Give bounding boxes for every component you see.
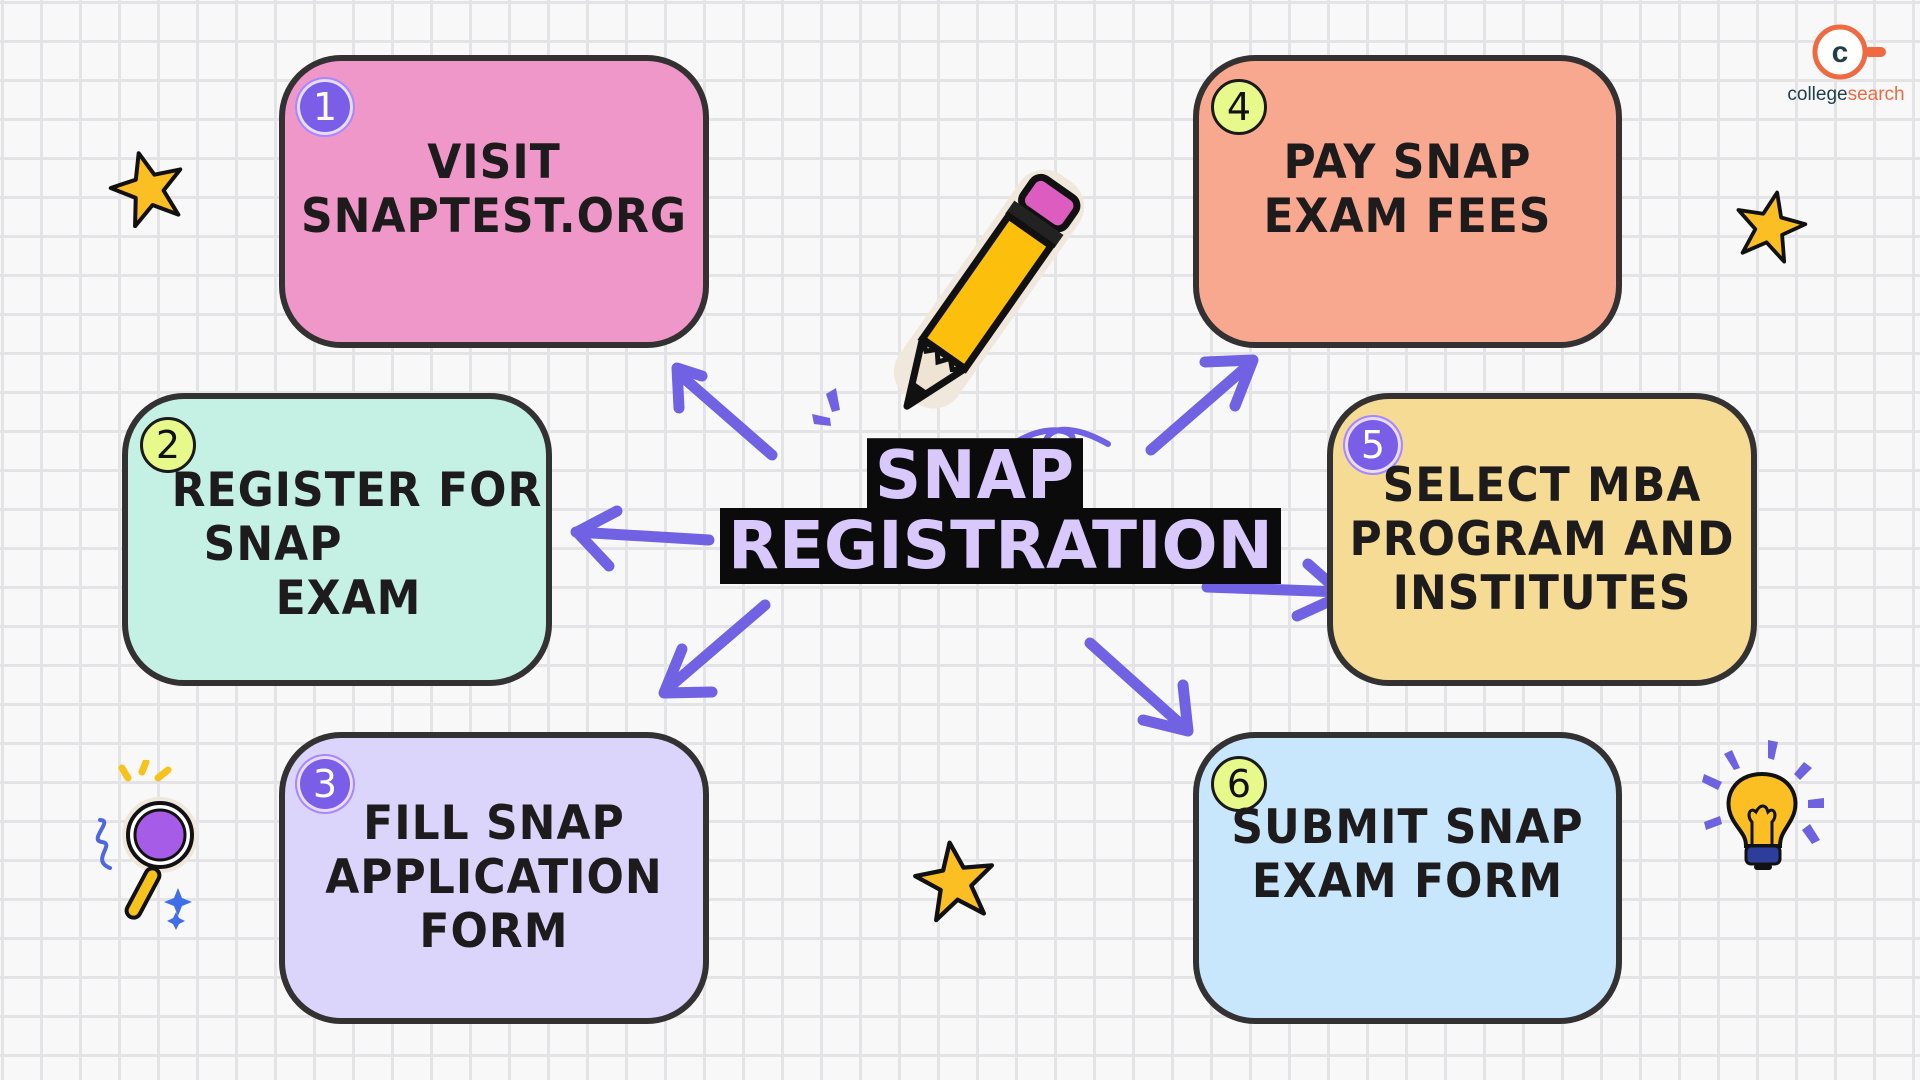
step-number: 6 [1226, 762, 1252, 806]
star-icon [913, 840, 995, 923]
step-label-line: PROGRAM AND [1349, 511, 1735, 567]
step-number: 5 [1360, 423, 1386, 467]
title-line-1: SNAP [866, 438, 1084, 514]
step-label-line: REGISTER FOR [171, 462, 543, 518]
step-label-line: PAY SNAP [1283, 134, 1532, 190]
step-6-box: 6 SUBMIT SNAP EXAM FORM [1193, 732, 1622, 1024]
step-1-box: 1 VISIT SNAPTEST.ORG [279, 55, 709, 348]
star-icon [108, 151, 183, 228]
step-label-line: FORM [419, 903, 569, 959]
step-number-badge: 3 [297, 756, 353, 812]
arrow-to-step-4 [1145, 354, 1259, 456]
step-label: REGISTER FOR SNAP EXAM [171, 462, 543, 626]
step-label: FILL SNAP APPLICATION FORM [325, 795, 663, 959]
step-label-line: SNAP [203, 516, 343, 572]
collegesearch-logo[interactable]: c collegesearch [1776, 16, 1916, 112]
step-label-line: EXAM FORM [1251, 853, 1564, 909]
step-label: SELECT MBA PROGRAM AND INSTITUTES [1349, 457, 1735, 621]
lightbulb-icon [1702, 740, 1824, 870]
arrow-to-step-3 [658, 599, 771, 699]
step-number: 3 [312, 762, 338, 806]
step-label: SUBMIT SNAP EXAM FORM [1231, 799, 1584, 909]
title-line-2: REGISTRATION [720, 508, 1281, 584]
step-number-badge: 5 [1345, 417, 1401, 473]
step-number: 2 [155, 423, 181, 467]
step-label-line: APPLICATION [325, 849, 663, 905]
step-label: PAY SNAP EXAM FEES [1263, 134, 1552, 244]
step-label-line: FILL SNAP [363, 795, 625, 851]
svg-text:c: c [1832, 36, 1849, 69]
step-2-box: 2 REGISTER FOR SNAP EXAM [122, 393, 552, 686]
step-label: VISIT SNAPTEST.ORG [300, 134, 688, 244]
logo-wordmark: collegesearch [1776, 84, 1916, 106]
logo-c-icon: c [1812, 24, 1886, 80]
logo-wordmark-part-2: search [1847, 84, 1905, 105]
step-label-line: SELECT MBA [1382, 457, 1702, 513]
step-label-line: VISIT [427, 134, 561, 190]
diagram-title: SNAP REGISTRATION [720, 438, 1281, 584]
step-label-line: EXAM FEES [1263, 188, 1552, 244]
star-icon [1736, 190, 1808, 264]
step-number-badge: 2 [140, 417, 196, 473]
step-label-line: SUBMIT SNAP [1231, 799, 1584, 855]
step-number: 1 [312, 85, 338, 129]
pencil-icon [893, 169, 1085, 410]
step-number: 4 [1226, 85, 1252, 129]
step-4-box: 4 PAY SNAP EXAM FEES [1193, 55, 1622, 348]
arrow-to-step-2 [570, 505, 715, 572]
step-label-line: EXAM [275, 570, 422, 626]
arrow-to-step-1 [671, 362, 778, 461]
logo-wordmark-part-1: college [1787, 84, 1848, 105]
step-number-badge: 6 [1211, 756, 1267, 812]
arrow-to-step-6 [1084, 637, 1194, 737]
step-number-badge: 1 [297, 79, 353, 135]
step-5-box: 5 SELECT MBA PROGRAM AND INSTITUTES [1327, 393, 1757, 686]
sparkle-strokes [812, 388, 840, 426]
magnifier-icon [95, 760, 198, 930]
step-label-line: SNAPTEST.ORG [300, 188, 688, 244]
step-number-badge: 4 [1211, 79, 1267, 135]
step-3-box: 3 FILL SNAP APPLICATION FORM [279, 732, 709, 1024]
step-label-line: INSTITUTES [1392, 565, 1692, 621]
